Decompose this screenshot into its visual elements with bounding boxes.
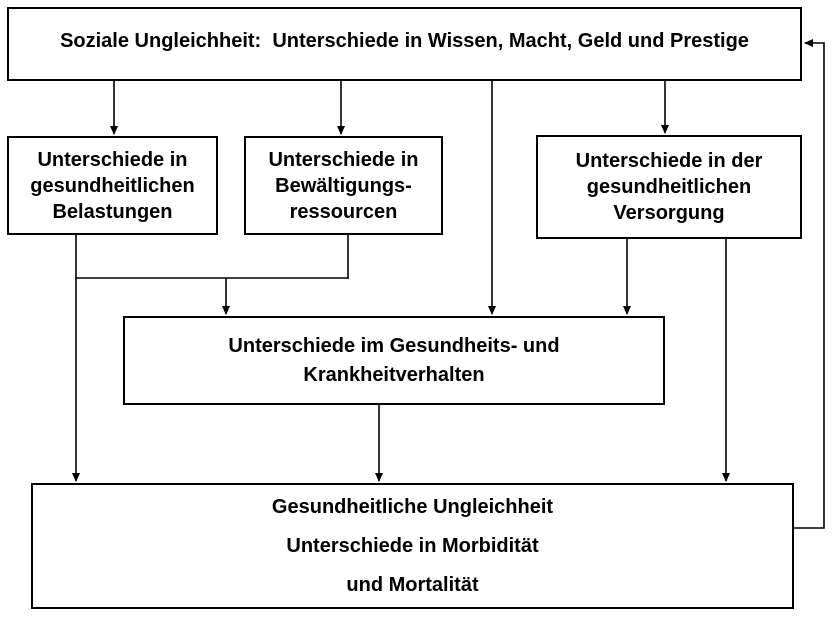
box-health-inequality-outcome: Gesundheitliche Ungleichheit Unterschied… <box>31 483 794 609</box>
box-social-inequality: Soziale Ungleichheit: Unterschiede in Wi… <box>7 7 802 81</box>
box-health-burdens: Unterschiede in gesundheitlichen Belastu… <box>7 136 218 235</box>
box-health-behavior: Unterschiede im Gesundheits- und Krankhe… <box>123 316 665 405</box>
box-coping-resources: Unterschiede in Bewältigungs- ressourcen <box>244 136 443 235</box>
arrow-feedback-outcome-to-social <box>793 39 825 529</box>
box-health-care: Unterschiede in der gesundheitlichen Ver… <box>536 135 802 239</box>
